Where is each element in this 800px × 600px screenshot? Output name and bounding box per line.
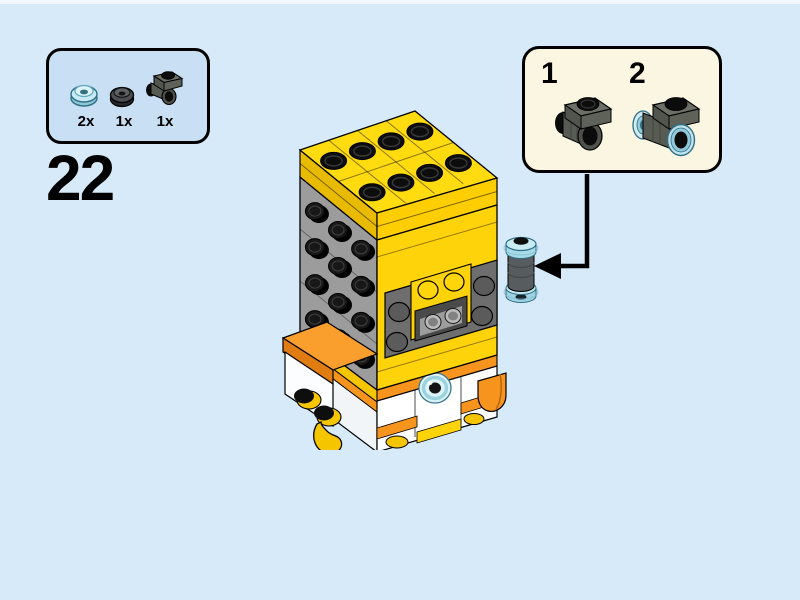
substep-1-label: 1 <box>541 57 558 90</box>
chest-trans-blue-tile <box>418 372 452 404</box>
substep-2-label: 2 <box>629 57 646 90</box>
part-count: 1x <box>115 113 133 130</box>
trans-blue-round-plate-icon <box>70 84 98 107</box>
parts-needed-box: 2x 1x 1x <box>46 48 210 144</box>
attached-ring-assembly <box>503 236 539 303</box>
eye-band <box>384 259 498 359</box>
dark-gray-round-plate-icon <box>109 86 135 108</box>
step-number: 22 <box>46 142 115 214</box>
duck-model-illustration <box>281 110 539 450</box>
head-side-studs <box>304 202 376 369</box>
substep-callout-box: 1 2 <box>522 46 722 173</box>
substep-1-part-icon <box>555 97 613 151</box>
plate-with-ring-icon <box>146 71 184 106</box>
substep-2-part-icon <box>632 97 701 157</box>
part-count: 2x <box>77 113 95 130</box>
part-count: 1x <box>156 113 174 130</box>
head-top-studs <box>320 122 472 202</box>
page-top-strip <box>0 0 800 4</box>
tail-pieces <box>281 321 379 450</box>
